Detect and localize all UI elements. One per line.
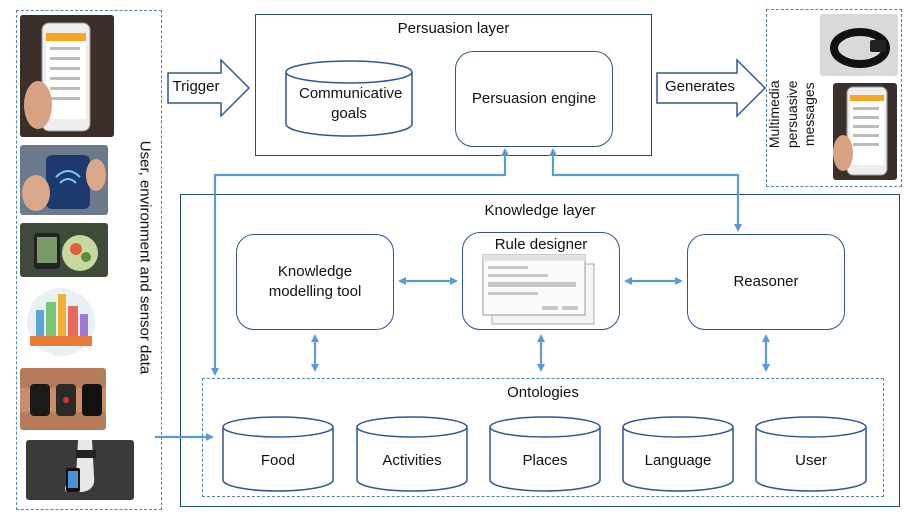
ontology-label: Places	[522, 452, 568, 469]
rule-designer-label: Rule designer	[494, 236, 588, 253]
persuasion-engine: Persuasion engine	[455, 51, 613, 147]
generates-label: Generates	[664, 78, 736, 95]
sensor-data-panel	[16, 10, 162, 510]
phone-message-image	[833, 83, 897, 180]
ontology-language-store: Language	[622, 416, 734, 492]
knowledge-modelling-tool: Knowledge modelling tool	[236, 234, 394, 330]
persuasion-layer-title: Persuasion layer	[397, 20, 510, 37]
nfc-payment-image	[20, 145, 108, 215]
smart-city-image	[22, 286, 100, 358]
ontology-label: User	[795, 452, 827, 469]
knowledge-modelling-tool-label: Knowledge modelling tool	[268, 262, 362, 300]
wristband-image	[20, 368, 106, 430]
ontology-label: Activities	[382, 452, 442, 469]
rule-designer-screenshot	[482, 254, 596, 326]
knowledge-layer-title: Knowledge layer	[484, 202, 596, 219]
persuasive-messages-label: Multimedia persuasive messages	[765, 80, 817, 149]
trigger-label: Trigger	[172, 78, 220, 95]
phone-app-image	[20, 15, 114, 137]
food-photo-image	[20, 223, 108, 277]
ontology-food-store: Food	[222, 416, 334, 492]
ankle-sensor-image	[26, 440, 134, 500]
wristband-device-image	[820, 14, 898, 76]
communicative-goals-store: Communicative goals	[285, 60, 413, 138]
communicative-goals-label: Communicative goals	[299, 85, 403, 123]
persuasive-messages-panel	[766, 9, 902, 187]
ontology-places-store: Places	[489, 416, 601, 492]
persuasion-engine-label: Persuasion engine	[471, 89, 597, 107]
sensor-data-label: User, environment and sensor data	[136, 140, 154, 375]
ontology-user-store: User	[755, 416, 867, 492]
ontologies-title: Ontologies	[507, 384, 579, 401]
ontology-label: Food	[260, 452, 296, 469]
reasoner-label: Reasoner	[733, 272, 799, 290]
reasoner: Reasoner	[687, 234, 845, 330]
ontology-activities-store: Activities	[356, 416, 468, 492]
ontology-label: Language	[644, 452, 712, 469]
